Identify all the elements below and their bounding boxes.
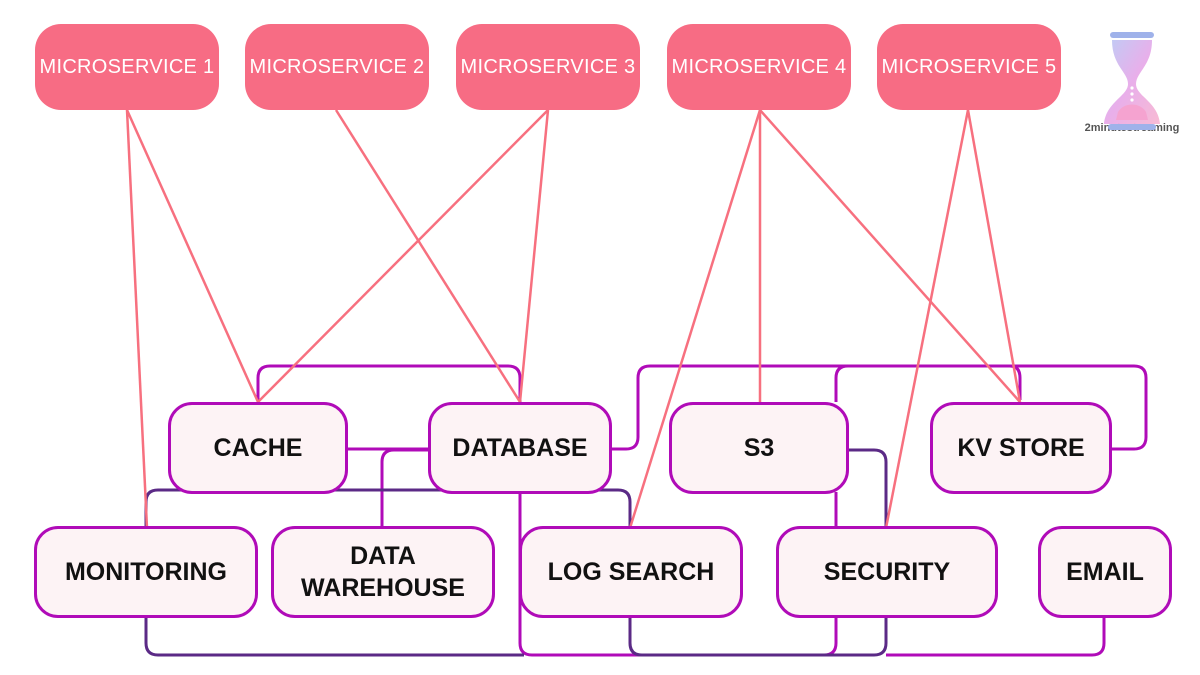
microservice-1: MICROSERVICE 1 xyxy=(35,24,219,110)
hourglass-logo-icon xyxy=(1104,32,1160,130)
line-ms3-database xyxy=(518,109,550,403)
data-warehouse-line2: WAREHOUSE xyxy=(301,574,465,602)
link-email-bottom xyxy=(886,616,1106,657)
security-node: SECURITY xyxy=(776,526,998,618)
database-node: DATABASE xyxy=(428,402,612,494)
link-cache-database-top xyxy=(256,364,522,402)
microservice-2: MICROSERVICE 2 xyxy=(245,24,429,110)
line-ms1-monitoring xyxy=(125,109,149,529)
log-search-node: LOG SEARCH xyxy=(519,526,743,618)
cache-node: CACHE xyxy=(168,402,348,494)
link-database-warehouse xyxy=(380,448,430,528)
line-ms1-cache xyxy=(125,109,260,403)
link-s3-security-right xyxy=(628,448,888,657)
microservice-3: MICROSERVICE 3 xyxy=(456,24,640,110)
link-monitoring-bottom xyxy=(144,616,524,657)
service-links xyxy=(125,109,1022,529)
kv-store-node: KV STORE xyxy=(930,402,1112,494)
s3-node: S3 xyxy=(669,402,849,494)
line-ms4-logsearch xyxy=(628,109,762,529)
microservice-5: MICROSERVICE 5 xyxy=(877,24,1061,110)
microservice-4: MICROSERVICE 4 xyxy=(667,24,851,110)
data-warehouse-node: DATA WAREHOUSE xyxy=(271,526,495,618)
monitoring-node: MONITORING xyxy=(34,526,258,618)
data-warehouse-line1: DATA xyxy=(350,541,416,570)
line-ms4-kvstore xyxy=(759,109,1021,403)
line-ms3-cache xyxy=(257,109,549,403)
line-ms5-kvstore xyxy=(966,109,1022,403)
email-node: EMAIL xyxy=(1038,526,1172,618)
line-ms5-security xyxy=(884,109,970,529)
link-monitoring-logsearch xyxy=(144,488,632,528)
line-ms2-database xyxy=(334,109,522,403)
link-database-kvstore-loop xyxy=(612,364,1022,451)
link-s3-kvstore-loop xyxy=(834,364,1148,451)
